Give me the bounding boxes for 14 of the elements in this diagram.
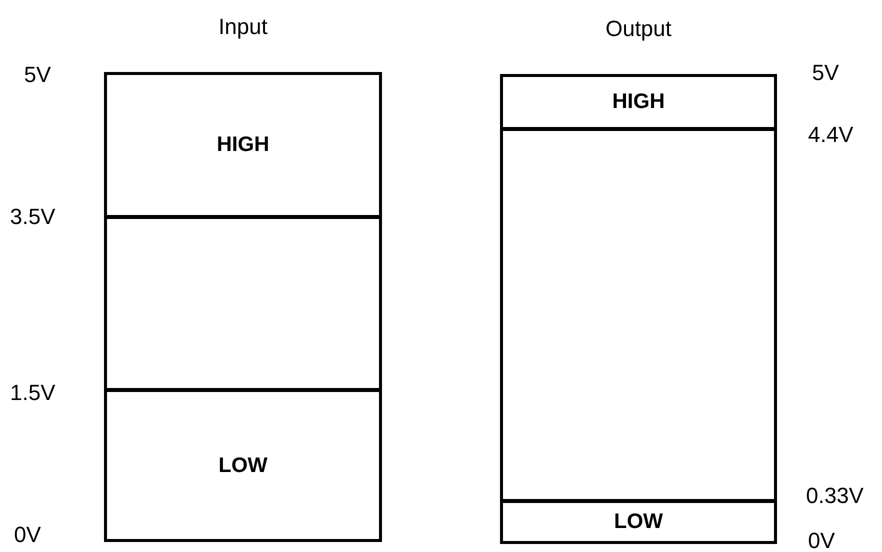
voltage-label: 0V [14,522,41,548]
level-name: LOW [614,510,663,534]
level-name: HIGH [216,133,270,157]
voltage-label: 5V [812,60,839,86]
voltage-label: 1.5V [10,380,56,406]
voltage-label: 4.4V [808,122,854,148]
voltage-label: 0V [808,528,835,552]
voltage-label: 5V [24,62,51,88]
column-heading: Input [218,14,268,40]
level-name: HIGH [612,90,665,114]
voltage-label: 0.33V [806,483,864,509]
voltage-label: 3.5V [10,204,56,230]
column-heading: Output [605,16,672,42]
level-name: LOW [218,454,268,478]
